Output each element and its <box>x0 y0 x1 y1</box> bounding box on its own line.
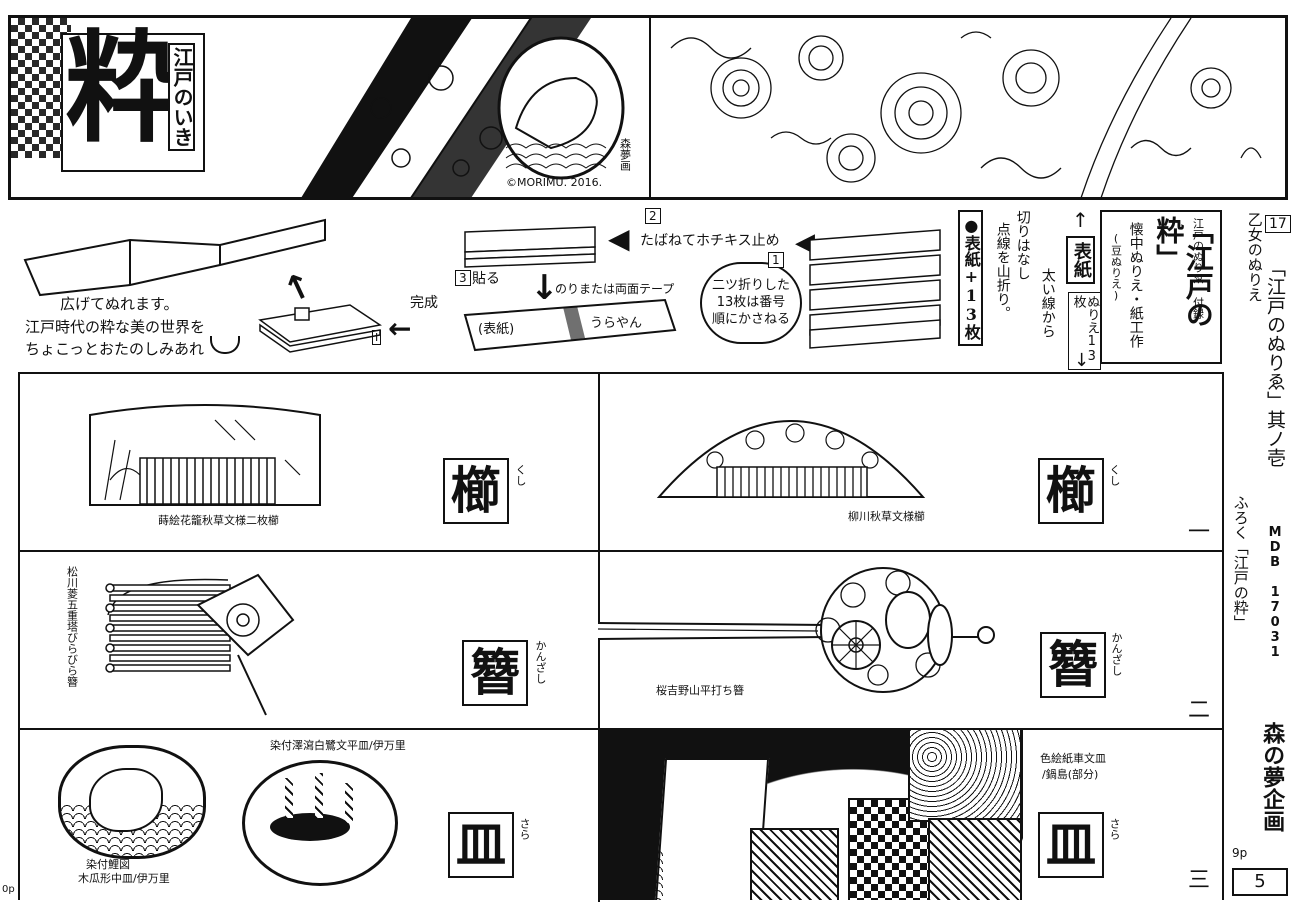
supplement-title: 「江戸の粋」 <box>1152 216 1215 328</box>
side-publisher: 森の夢企画 <box>1259 722 1286 832</box>
side-page-number: 5 <box>1232 868 1288 896</box>
side-title: 「江戸のぬりゑ」其ノ壱 <box>1263 258 1286 467</box>
side-code: MDB 17031 <box>1267 525 1283 660</box>
row2-number: 二 <box>1188 698 1211 723</box>
thick-line-text: 太い線から <box>1039 268 1056 338</box>
step3-text: 貼る <box>472 271 500 287</box>
patterned-plate-illustration <box>598 728 1023 900</box>
row2-left-ruby: かんざし <box>534 640 547 684</box>
side-page-note: 9p <box>1232 846 1248 860</box>
row2-right-ruby: かんざし <box>1110 632 1123 676</box>
instructions-area: 広げてぬれます。 江戸時代の粋な美の世界を ちょこっとおたのしみあれ ↑ Ⅰ ←… <box>0 200 1230 371</box>
artist-seal: 森夢画 <box>618 138 632 171</box>
finished-booklet-illustration <box>258 304 382 353</box>
cover-label: (表紙) <box>478 322 515 337</box>
row3-right-kanji: 皿 <box>1038 812 1104 878</box>
side-appendix: ふろく「江戸の粋」 <box>1231 495 1250 630</box>
heron-plate <box>242 760 398 886</box>
row3-left-kanji: 皿 <box>448 812 514 878</box>
row1-right-caption: 柳川秋草文様櫛 <box>848 510 925 523</box>
flat-hairpin-illustration <box>598 567 995 693</box>
row3-left-ruby: さら <box>518 818 531 840</box>
step2-number: 2 <box>645 208 661 224</box>
row3-right-ruby: さら <box>1108 818 1121 840</box>
arrow-down-icon: ↓ <box>530 268 559 308</box>
stacked-pages-illustration <box>809 229 941 349</box>
row1-right-kanji: 櫛 <box>1038 458 1104 524</box>
copyright-text: ©MORIMU. 2016. <box>506 176 603 189</box>
row2-left-kanji: 簪 <box>462 640 528 706</box>
row3-right-caption-1: 色絵紙車文皿 <box>1040 750 1106 766</box>
step2-text: たばねてホチキス止め <box>640 233 780 249</box>
corner-mark: 0p <box>2 884 15 895</box>
page-box: 17 <box>1265 215 1291 233</box>
comb-arch-illustration <box>656 420 926 498</box>
row2-right-caption: 桜吉野山平打ち簪 <box>656 684 744 697</box>
row3-left-caption-top: 染付澤瀉白鷺文平皿/伊万里 <box>270 739 406 752</box>
step1-bubble <box>700 262 802 344</box>
grid-divider-row1 <box>20 550 1224 552</box>
opened-booklet-illustration <box>23 218 326 297</box>
supplement-sub: 懐中ぬりえ・紙工作 <box>1127 222 1144 348</box>
row1-right-ruby: くし <box>1108 464 1121 486</box>
step1-text: 二ツ折りした13枚は番号順にかさねる <box>712 278 791 327</box>
arrow-up-small-icon: ↑ <box>1072 208 1089 232</box>
done-text: 完成 <box>410 295 438 311</box>
glue-text: のりまたは両面テープ <box>555 282 675 296</box>
row1-number: 一 <box>1188 520 1211 545</box>
arrow-left-icon-done: ← <box>388 312 412 345</box>
peony-illustration <box>670 18 1262 197</box>
kimono-collage-illustration <box>301 18 625 197</box>
row1-left-caption: 蒔絵花籠秋草文様二枚櫛 <box>158 514 279 527</box>
step3-number: 3 <box>455 270 471 286</box>
row1-left-ruby: くし <box>514 464 527 486</box>
enjoy-line-2: ちょこっとおたのしみあれ <box>25 340 204 358</box>
back-label: うらやん <box>590 316 643 331</box>
open-booklet-text: 広げてぬれます。 <box>60 295 179 313</box>
banner-divider <box>649 18 651 197</box>
title-big-kanji: 粋 <box>65 18 185 159</box>
row2-left-caption: 松川菱五重塔びらびら簪 <box>65 566 79 687</box>
title-small-text: 江戸のいき <box>168 43 195 151</box>
cut-text: 切りはなし <box>1014 210 1031 280</box>
arrow-down-small-icon: ↓ <box>1074 350 1090 371</box>
comb-twin-illustration <box>89 404 321 506</box>
supplement-block: 江戸のぬりゑ 付録 「江戸の粋」 懐中ぬりえ・紙工作 (豆ぬりえ) <box>1100 210 1222 364</box>
series-text: 乙女のぬりえ <box>1245 212 1264 302</box>
row3-number: 三 <box>1188 868 1211 893</box>
glue-strip-illustration <box>463 298 677 352</box>
carp-plate <box>58 745 206 859</box>
row2-right-kanji: 簪 <box>1040 632 1106 698</box>
fold-text: 点線を山折り。 <box>994 222 1011 320</box>
teacup-icon <box>210 336 240 354</box>
cover-count-text: ●表紙+13枚 <box>958 210 983 346</box>
title-block: 粋 江戸のいき <box>61 29 205 172</box>
stapled-stack-illustration <box>464 226 596 268</box>
row1-left-kanji: 櫛 <box>443 458 509 524</box>
arrow-left-icon-staple: ◀ <box>608 222 630 255</box>
top-banner: 粋 江戸のいき ©MORIMU. 2016. 森夢画 <box>8 15 1288 200</box>
done-page-marker: Ⅰ <box>372 330 382 345</box>
supplement-small: 江戸のぬりゑ 付録 <box>1191 218 1205 319</box>
dangling-hairpin-illustration <box>105 573 295 716</box>
row3-right-caption-2: /鍋島(部分) <box>1042 766 1099 782</box>
supplement-sub2: (豆ぬりえ) <box>1109 232 1123 302</box>
row3-left-caption-bottom-1: 染付鯉図 <box>86 858 130 871</box>
cover-tag: 表紙 <box>1066 236 1095 284</box>
enjoy-line-1: 江戸時代の粋な美の世界を <box>25 318 206 336</box>
row3-left-caption-bottom-2: 木瓜形中皿/伊万里 <box>78 872 170 885</box>
step1-number: 1 <box>768 252 784 268</box>
